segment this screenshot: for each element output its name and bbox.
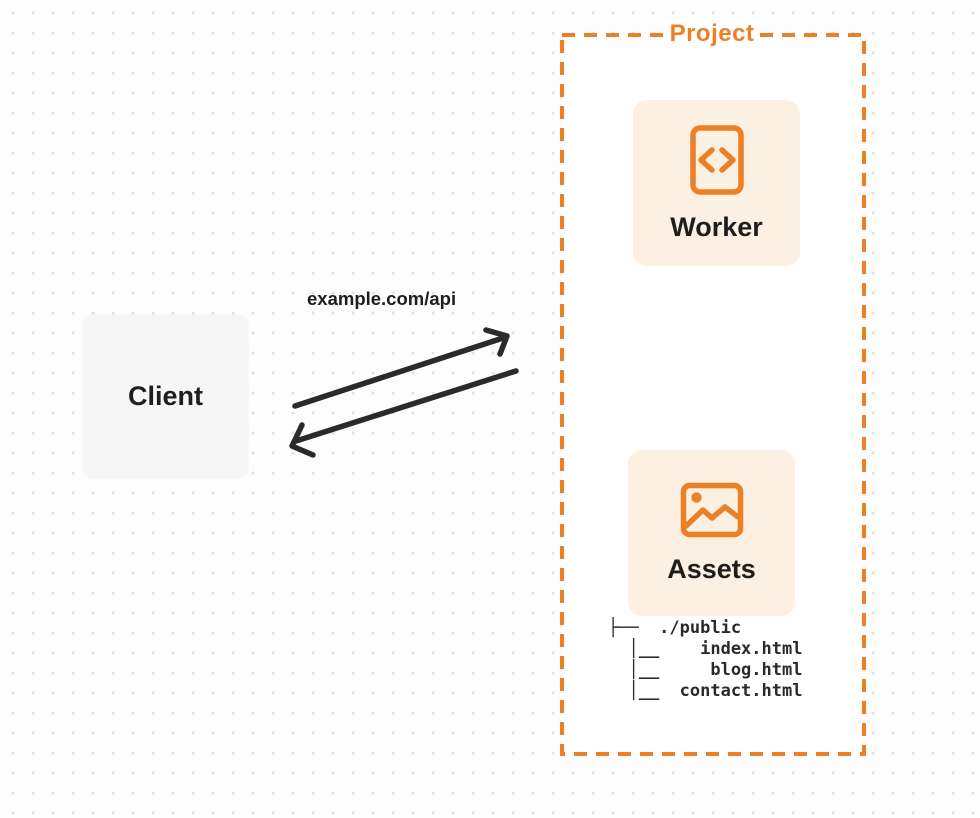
request-url-label: example.com/api bbox=[307, 288, 457, 309]
image-icon bbox=[680, 482, 743, 537]
response-arrowhead-icon bbox=[289, 422, 316, 458]
assets-label: Assets bbox=[667, 553, 756, 584]
client-node: Client bbox=[83, 315, 248, 478]
worker-label: Worker bbox=[670, 211, 763, 242]
request-arrowhead-icon bbox=[483, 327, 510, 357]
code-document-icon bbox=[689, 124, 744, 195]
assets-node: Assets bbox=[628, 450, 795, 616]
client-label: Client bbox=[127, 381, 203, 411]
worker-node: Worker bbox=[633, 100, 800, 266]
request-arrow bbox=[292, 327, 510, 409]
response-arrow bbox=[289, 368, 519, 458]
assets-file-tree: ├── ./public │__ index.html │__ blog.htm… bbox=[608, 618, 803, 701]
